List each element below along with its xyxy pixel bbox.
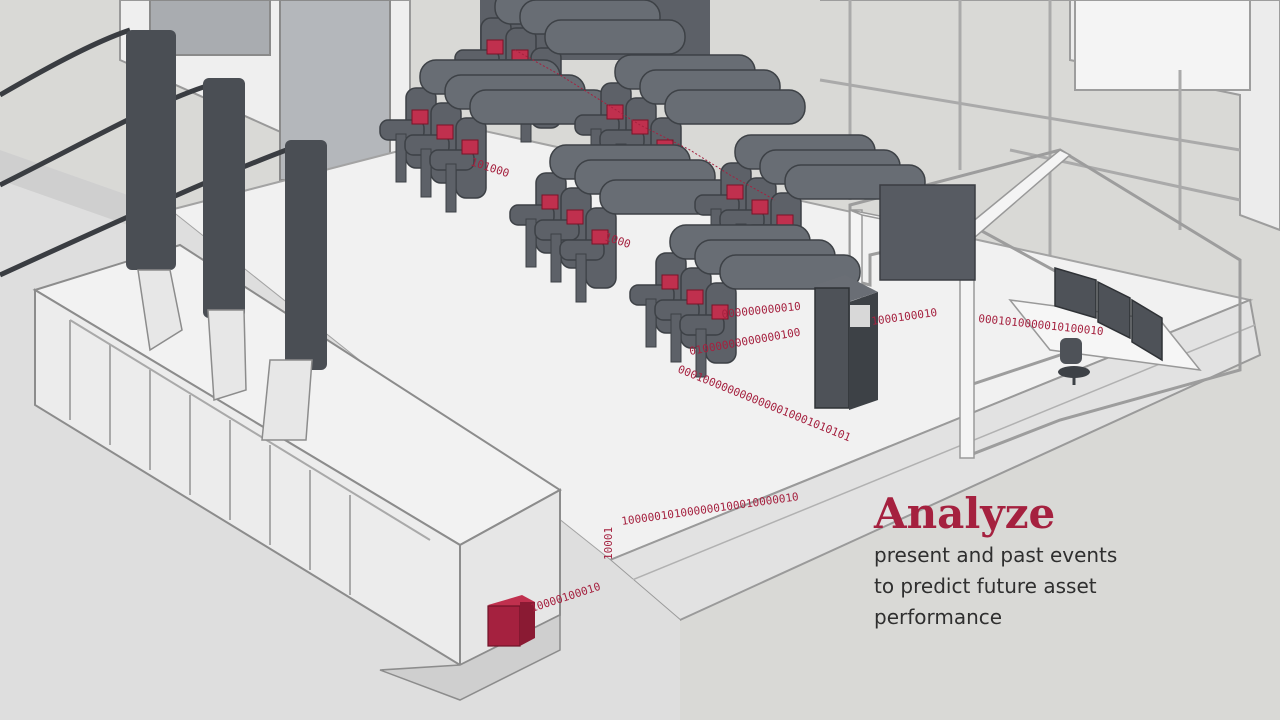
data-stream-text: 10001 [602,527,615,560]
transformer-bushings [0,27,327,441]
operator-workstation [1008,266,1202,385]
gas-insulated-switchgear [379,0,976,378]
caption-title: Analyze [874,489,1056,538]
caption-line-1: present and past events [874,543,1118,567]
caption-block: Analyze present and past events to predi… [874,488,1254,633]
building-walls [119,0,1280,280]
caption-line-2: to predict future asset [874,574,1097,598]
caption-line-3: performance [874,605,1003,629]
transformer-sensor-box [487,595,535,647]
control-cabinet [814,275,878,410]
